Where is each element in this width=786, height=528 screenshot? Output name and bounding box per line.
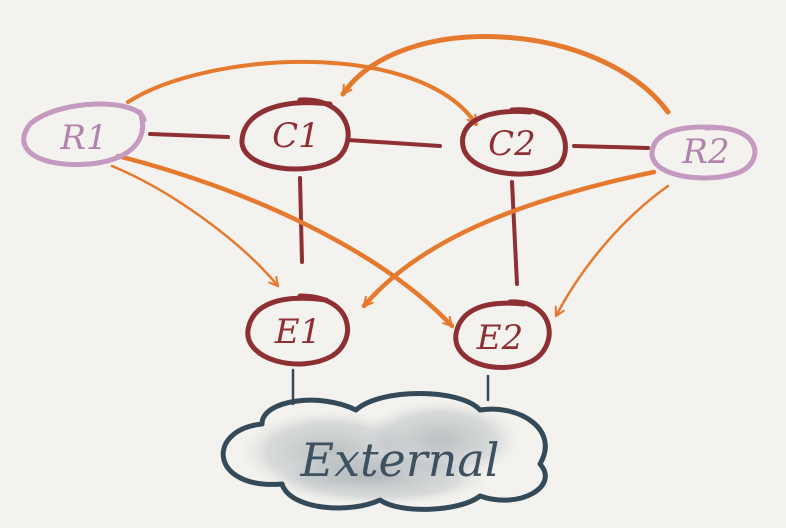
- node-r2-label: R2: [681, 132, 729, 172]
- node-c1-outline: [239, 97, 351, 172]
- link-r1-c1: [148, 132, 230, 139]
- node-e1-label: E1: [274, 312, 321, 352]
- session-r1-e2: [115, 153, 455, 329]
- link-c2-r2: [572, 144, 650, 150]
- node-c2-outline: [460, 107, 568, 177]
- node-e1[interactable]: E1: [245, 293, 350, 367]
- session-r1-c2: [126, 59, 478, 126]
- cloud-outline: [220, 391, 548, 512]
- link-c1-c2: [346, 138, 442, 148]
- session-r1-e1: [110, 164, 280, 288]
- node-e1-outline: [245, 293, 350, 367]
- link-c2-e2: [510, 180, 519, 286]
- external-label: External: [300, 433, 500, 487]
- session-r2-c1: [340, 34, 671, 115]
- node-e2[interactable]: E2: [453, 299, 552, 370]
- session-r2-e1: [361, 169, 657, 309]
- node-r1[interactable]: R1: [21, 101, 147, 168]
- external-cloud[interactable]: External: [220, 391, 548, 512]
- node-c1-label: C1: [272, 116, 320, 156]
- physical-links: [148, 132, 650, 286]
- node-r1-label: R1: [59, 118, 107, 158]
- external-links: [291, 368, 490, 406]
- node-r2[interactable]: R2: [649, 124, 758, 181]
- session-arrows: [110, 34, 671, 329]
- node-r2-outline: [649, 124, 758, 181]
- node-e2-outline: [453, 299, 552, 370]
- node-c2[interactable]: C2: [460, 107, 568, 177]
- session-r2-e2: [556, 184, 670, 318]
- node-r1-outline: [21, 101, 147, 168]
- node-e2-label: E2: [476, 318, 523, 358]
- node-c2-label: C2: [488, 124, 536, 164]
- cloud-shading-bottom: [270, 450, 490, 506]
- node-c1[interactable]: C1: [239, 97, 351, 172]
